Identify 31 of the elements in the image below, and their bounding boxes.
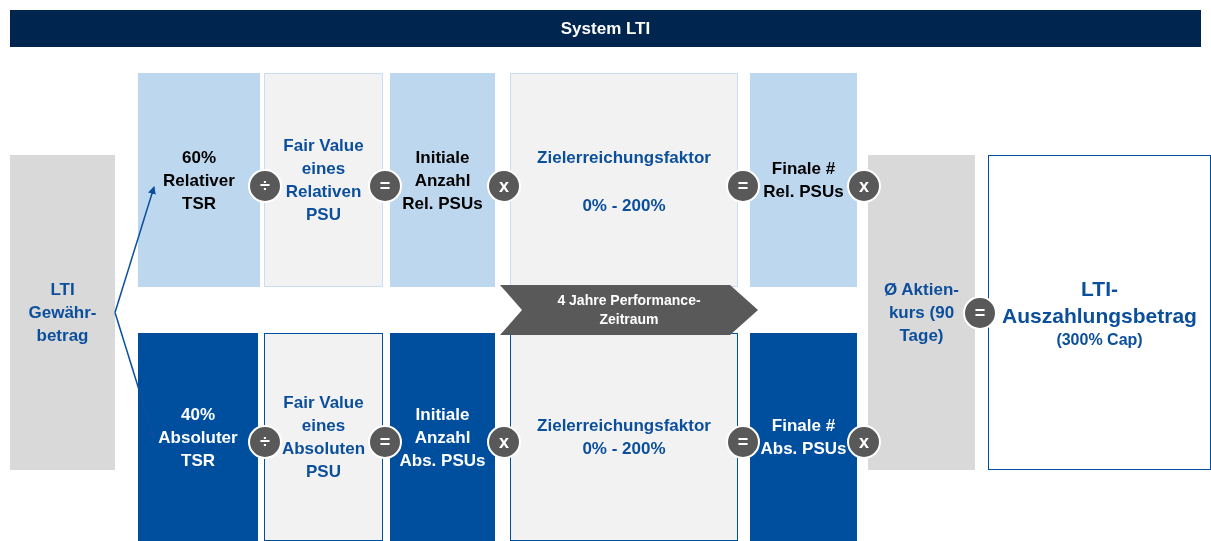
- share-price-box: [868, 155, 975, 470]
- box-label: Ø Aktien-kurs (90 Tage): [883, 279, 960, 347]
- final-count-box: [750, 73, 857, 287]
- box-label: Finale # Abs. PSUs: [759, 415, 848, 460]
- count-box: [390, 333, 495, 541]
- box-label: Finale # Rel. PSUs: [762, 158, 845, 203]
- box-label: Zielerreichungsfaktor: [537, 147, 711, 169]
- box-sublabel: 0% - 200%: [582, 438, 666, 460]
- payout-box: [988, 155, 1211, 470]
- final-count-box: [750, 333, 857, 541]
- weight-box: [138, 333, 258, 541]
- chevron-label: 4 Jahre Performance-Zeitraum: [556, 291, 702, 329]
- factor-box: [510, 73, 738, 287]
- weight-box: [138, 73, 260, 287]
- box-label: Initiale Anzahl Rel. PSUs: [401, 146, 484, 215]
- box-label: 60% Relativer TSR: [162, 146, 236, 215]
- arrow: [114, 186, 156, 314]
- arrow: [114, 311, 156, 439]
- title-bar: System LTI: [10, 10, 1201, 47]
- box-sublabel: 0% - 200%: [582, 195, 666, 217]
- box-label: Zielerreichungsfaktor: [537, 415, 711, 437]
- timeline-chevron: [500, 285, 758, 335]
- box-label: LTI Gewähr-betrag: [27, 279, 98, 347]
- box-label: 40% Absoluter TSR: [157, 403, 239, 472]
- count-box: [390, 73, 495, 287]
- box-label: Fair Value eines Absoluten PSU: [280, 392, 367, 483]
- grant-box: [10, 155, 115, 470]
- box-label: LTI-Auszahlungsbetrag: [1001, 275, 1198, 329]
- factor-box: [510, 333, 738, 541]
- box-sublabel: (300% Cap): [1056, 329, 1143, 350]
- box-label: Fair Value eines Relativen PSU: [282, 135, 365, 226]
